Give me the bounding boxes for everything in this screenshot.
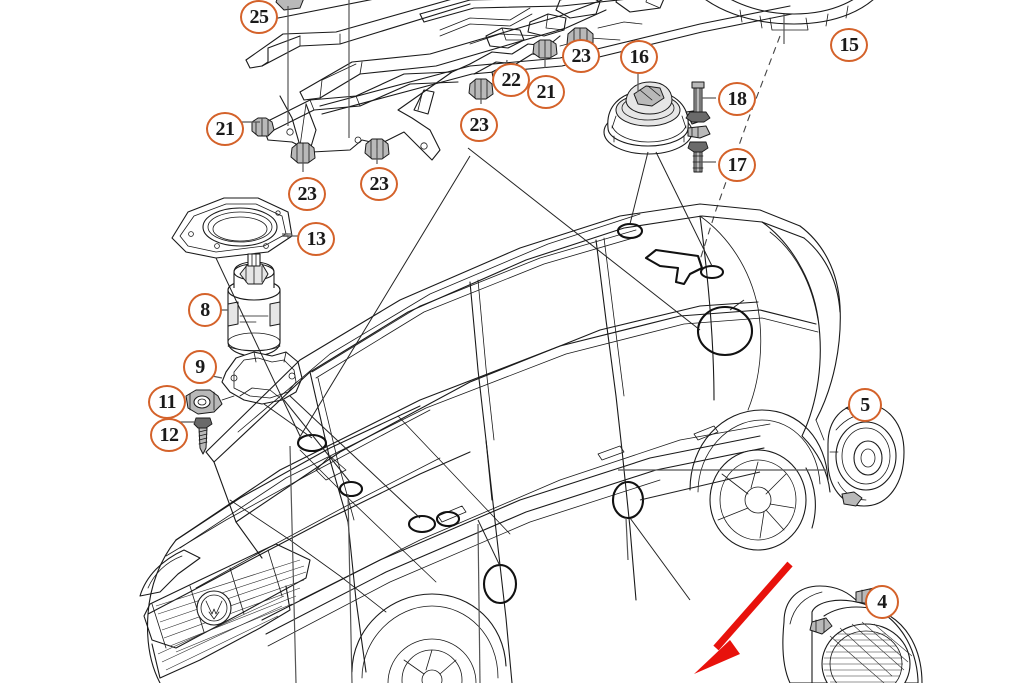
- callout-22[interactable]: 22: [492, 63, 530, 97]
- speaker-grille-hatching: [823, 621, 913, 683]
- clip-21-right: [532, 39, 558, 59]
- callout-15[interactable]: 15: [830, 28, 868, 62]
- clip-23-c: [468, 78, 494, 100]
- callout-4[interactable]: 4: [865, 585, 899, 619]
- speaker-plate-13: [171, 197, 300, 259]
- rear-wheel: [689, 409, 829, 551]
- mounting-bracket-9: [201, 351, 303, 405]
- leader-lines: [215, 147, 826, 683]
- callout-21-right[interactable]: 21: [527, 75, 565, 109]
- callout-9[interactable]: 9: [183, 350, 217, 384]
- callout-5[interactable]: 5: [848, 388, 882, 422]
- front-door-speaker-4: [782, 585, 923, 683]
- screw-12: [172, 417, 213, 455]
- callout-25[interactable]: 25: [240, 0, 278, 34]
- bolt-18: [685, 81, 711, 123]
- callout-23-mid[interactable]: 23: [460, 108, 498, 142]
- front-wheel: [351, 593, 507, 683]
- callout-18[interactable]: 18: [718, 82, 756, 116]
- callout-8[interactable]: 8: [188, 293, 222, 327]
- callout-23-lower-left[interactable]: 23: [288, 177, 326, 211]
- callout-17[interactable]: 17: [718, 148, 756, 182]
- bolt-17: [687, 141, 709, 173]
- callout-23-upper-right[interactable]: 23: [562, 39, 600, 73]
- callout-11[interactable]: 11: [148, 385, 186, 419]
- callout-16[interactable]: 16: [620, 40, 658, 74]
- callout-13[interactable]: 13: [297, 222, 335, 256]
- bolts-17-18: [685, 81, 716, 173]
- callout-12[interactable]: 12: [150, 418, 188, 452]
- ground-eyelet-11: [172, 389, 235, 415]
- car-body: [139, 203, 841, 683]
- callout-23-lower-mid[interactable]: 23: [360, 167, 398, 201]
- subwoofer-16: [603, 62, 705, 155]
- callout-21-left[interactable]: 21: [206, 112, 244, 146]
- clip-21-left: [251, 117, 275, 137]
- red-pointer-arrow: [694, 561, 793, 674]
